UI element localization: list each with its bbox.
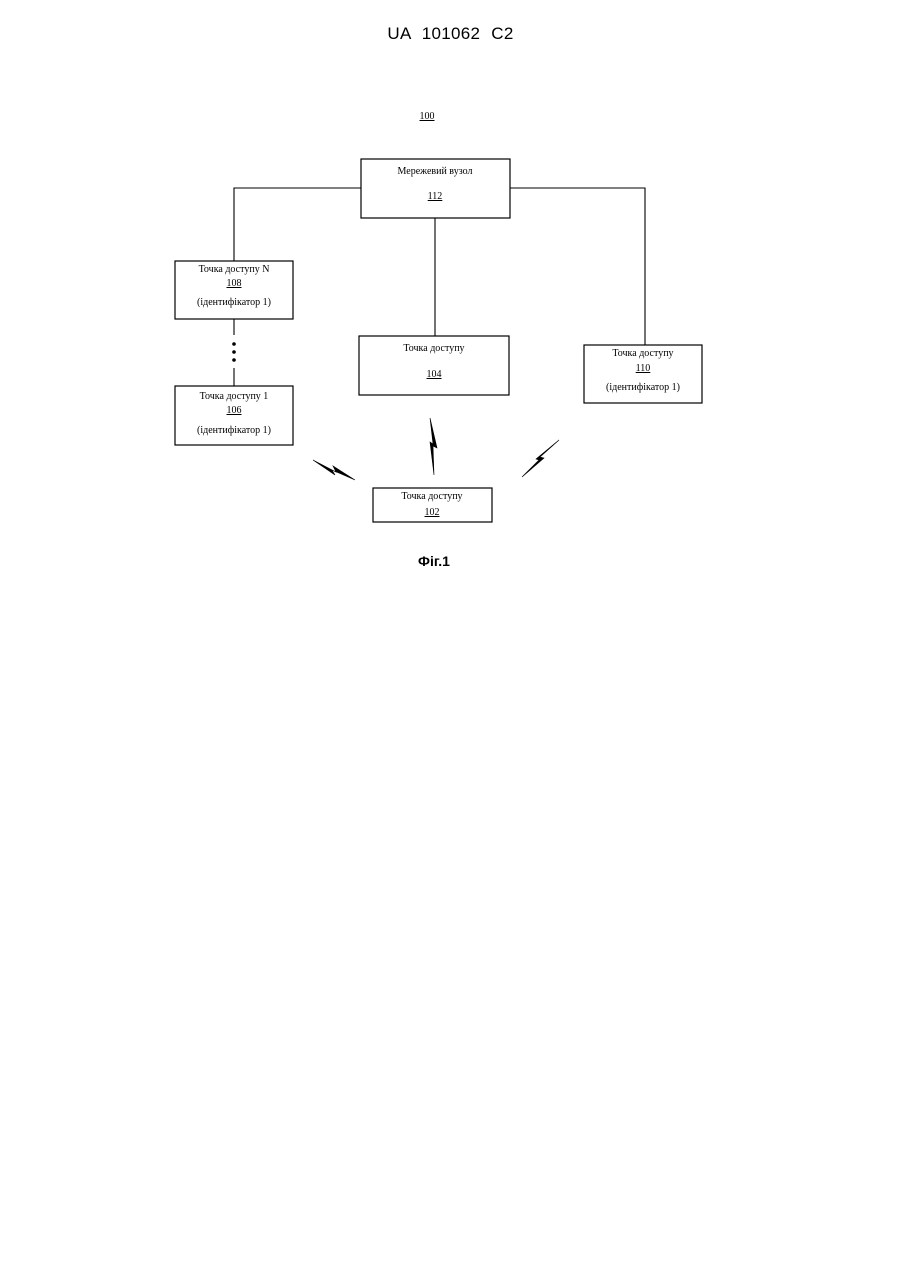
- access-point-1-box: Точка доступу 1 106 (ідентифікатор 1): [175, 386, 293, 445]
- access-point-110-label: Точка доступу: [612, 348, 673, 359]
- access-point-n-box: Точка доступу N 108 (ідентифікатор 1): [175, 261, 293, 319]
- line-node-to-ap-n: [234, 188, 361, 261]
- network-node-label: Мережевий вузол: [398, 166, 473, 177]
- ellipsis-dots-icon: [232, 342, 236, 362]
- line-node-to-ap-110: [510, 188, 645, 345]
- access-point-n-ref: 108: [227, 278, 242, 289]
- wireless-link-icon: [430, 418, 437, 475]
- access-point-1-label: Точка доступу 1: [200, 391, 269, 402]
- network-node-ref: 112: [428, 191, 443, 202]
- access-point-102-ref: 102: [425, 507, 440, 518]
- access-point-110-ref: 110: [636, 363, 651, 374]
- access-point-102-box: Точка доступу 102: [373, 488, 492, 522]
- access-point-102-label: Точка доступу: [401, 491, 462, 502]
- access-point-104-ref: 104: [427, 369, 442, 380]
- access-point-110-box: Точка доступу 110 (ідентифікатор 1): [584, 345, 702, 403]
- access-point-110-identifier: (ідентифікатор 1): [606, 382, 680, 393]
- access-point-n-identifier: (ідентифікатор 1): [197, 297, 271, 308]
- access-point-1-identifier: (ідентифікатор 1): [197, 425, 271, 436]
- access-point-1-ref: 106: [227, 405, 242, 416]
- access-point-n-label: Точка доступу N: [199, 264, 270, 275]
- access-point-104-label: Точка доступу: [403, 343, 464, 354]
- wireless-link-icon: [522, 440, 559, 477]
- network-node-box: Мережевий вузол 112: [361, 159, 510, 218]
- wireless-link-icon: [313, 460, 355, 480]
- figure-caption: Фіг.1: [418, 553, 450, 569]
- access-point-104-box: Точка доступу 104: [359, 336, 509, 395]
- system-ref: 100: [420, 111, 435, 122]
